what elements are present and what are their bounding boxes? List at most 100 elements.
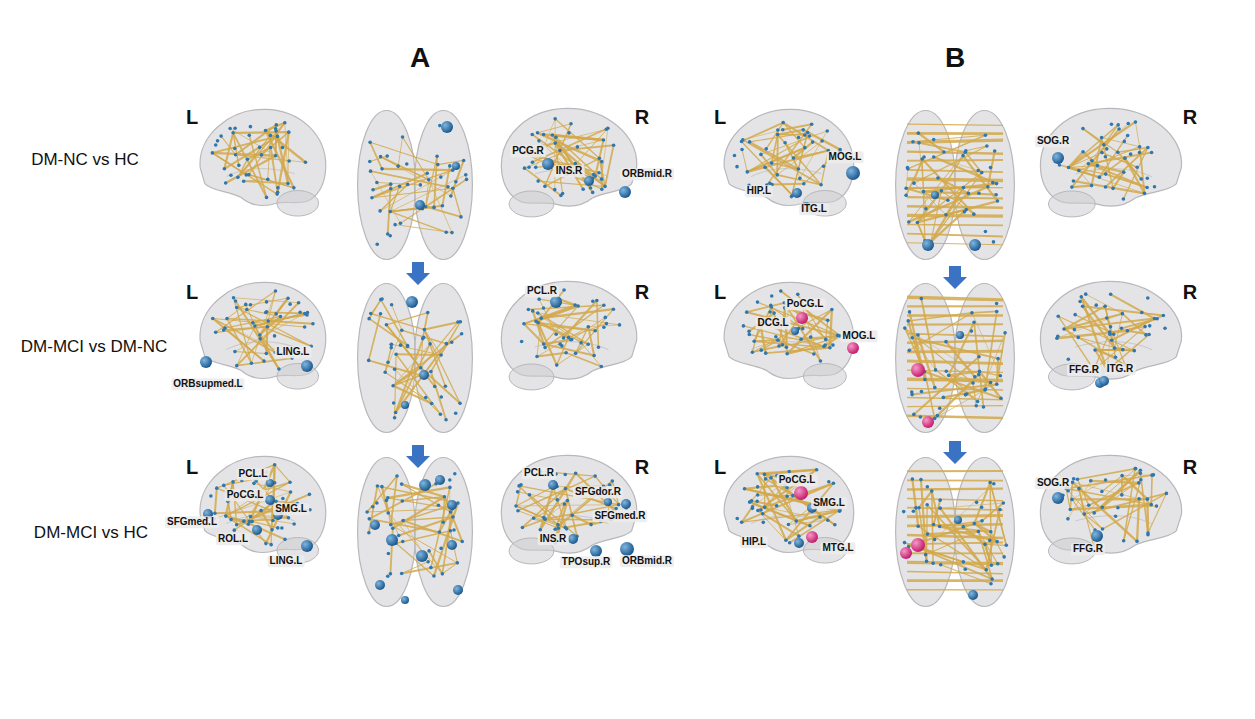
brain-node-dot — [930, 489, 934, 493]
brain-node-dot — [283, 538, 287, 542]
connectivity-edge — [597, 300, 599, 347]
connectivity-edge — [907, 132, 1003, 135]
brain-outline — [724, 456, 854, 552]
brain-node-dot — [991, 181, 995, 185]
brain-node-dot — [367, 359, 371, 363]
brain-node-dot — [1146, 497, 1150, 501]
connectivity-edge — [453, 188, 461, 217]
brain-node-dot — [795, 519, 799, 523]
hemisphere-letter: R — [635, 456, 649, 479]
connectivity-edge — [907, 124, 1003, 125]
brain-node-dot — [761, 521, 765, 525]
connectivity-edge — [972, 313, 1000, 376]
connectivity-edge — [391, 525, 458, 563]
brain-node-dot — [536, 179, 540, 183]
brain-node-dot — [273, 334, 277, 338]
brain-node-dot — [1135, 540, 1139, 544]
brain-node-dot — [764, 147, 768, 151]
brain-node-dot — [443, 495, 447, 499]
brain-node-dot — [785, 494, 789, 498]
brain-node-dot — [801, 128, 805, 132]
brain-node-dot — [989, 166, 993, 170]
brain-node-dot — [453, 472, 457, 476]
brain-node-dot — [996, 199, 1000, 203]
brain-node-dot — [1146, 146, 1150, 150]
connectivity-edge — [925, 372, 1001, 398]
brain-node-dot — [756, 493, 760, 497]
brain-node-dot — [917, 506, 921, 510]
connectivity-edge — [1066, 489, 1102, 530]
brain-node-dot — [368, 141, 372, 145]
brain-node-dot — [752, 339, 756, 343]
connectivity-edge — [783, 124, 812, 130]
brain-node-dot — [395, 474, 399, 478]
connectivity-edge — [907, 323, 1003, 326]
brain-node-dot — [961, 525, 965, 529]
connectivity-edge — [260, 335, 276, 353]
brain-node-dot — [740, 520, 744, 524]
connectivity-edge — [381, 157, 429, 180]
region-sphere — [542, 158, 554, 170]
brain-node-dot — [375, 242, 379, 246]
brain-node-dot — [574, 352, 578, 356]
connectivity-edge — [380, 184, 408, 210]
brain-node-dot — [451, 186, 455, 190]
brain-node-dot — [446, 185, 450, 189]
connectivity-edge — [907, 379, 1003, 380]
connectivity-edge — [226, 156, 276, 183]
brain-node-dot — [977, 373, 981, 377]
brain-node-dot — [558, 342, 562, 346]
brain-node-dot — [389, 523, 393, 527]
brain-node-dot — [276, 526, 280, 530]
brain-node-dot — [781, 121, 785, 125]
brain-node-dot — [286, 182, 290, 186]
region-sphere — [441, 121, 453, 133]
connectivity-edge — [226, 516, 244, 521]
brain-outline — [200, 282, 326, 378]
brain-node-dot — [1102, 143, 1106, 147]
connectivity-edge — [907, 214, 1003, 218]
connectivity-edge — [907, 297, 1003, 300]
connectivity-edge — [1089, 483, 1139, 505]
brain-node-dot — [995, 540, 999, 544]
brain-node-dot — [435, 154, 439, 158]
region-label: SFGmed.L — [165, 516, 219, 528]
brain-node-dot — [563, 502, 567, 506]
connectivity-edge — [396, 543, 434, 576]
connectivity-edge — [372, 189, 391, 198]
region-label: SOG.R — [1035, 135, 1071, 147]
brain-node-dot — [213, 511, 217, 515]
brain-node-dot — [938, 407, 942, 411]
brain-node-dot — [1067, 357, 1071, 361]
brain-node-dot — [830, 308, 834, 312]
connectivity-edge — [255, 313, 308, 326]
brain-node-dot — [1153, 317, 1157, 321]
connectivity-edge — [791, 132, 807, 196]
sagittal-brain — [1040, 281, 1181, 390]
brain-node-dot — [389, 572, 393, 576]
brain-node-dot — [1133, 467, 1137, 471]
brain-node-dot — [569, 122, 573, 126]
brain-node-dot — [380, 485, 384, 489]
brain-node-dot — [558, 149, 562, 153]
brain-node-dot — [745, 310, 749, 314]
brain-node-dot — [297, 301, 301, 305]
region-label: INS.R — [554, 165, 585, 177]
connectivity-edge — [1124, 480, 1141, 541]
brain-node-dot — [537, 139, 541, 143]
brain-node-dot — [258, 333, 262, 337]
brain-node-dot — [209, 494, 213, 498]
brain-node-dot — [537, 297, 541, 301]
brain-node-dot — [963, 210, 967, 214]
brain-node-dot — [916, 221, 920, 225]
connectivity-edge — [788, 305, 833, 345]
connectivity-edge — [224, 327, 268, 330]
brain-node-dot — [371, 188, 375, 192]
brain-node-dot — [367, 531, 371, 535]
region-label: ROL.L — [216, 533, 250, 545]
region-label: PCL.R — [522, 467, 556, 479]
brain-node-dot — [222, 484, 226, 488]
brain-node-dot — [225, 317, 229, 321]
brain-node-dot — [292, 186, 296, 190]
brain-node-dot — [570, 513, 574, 517]
